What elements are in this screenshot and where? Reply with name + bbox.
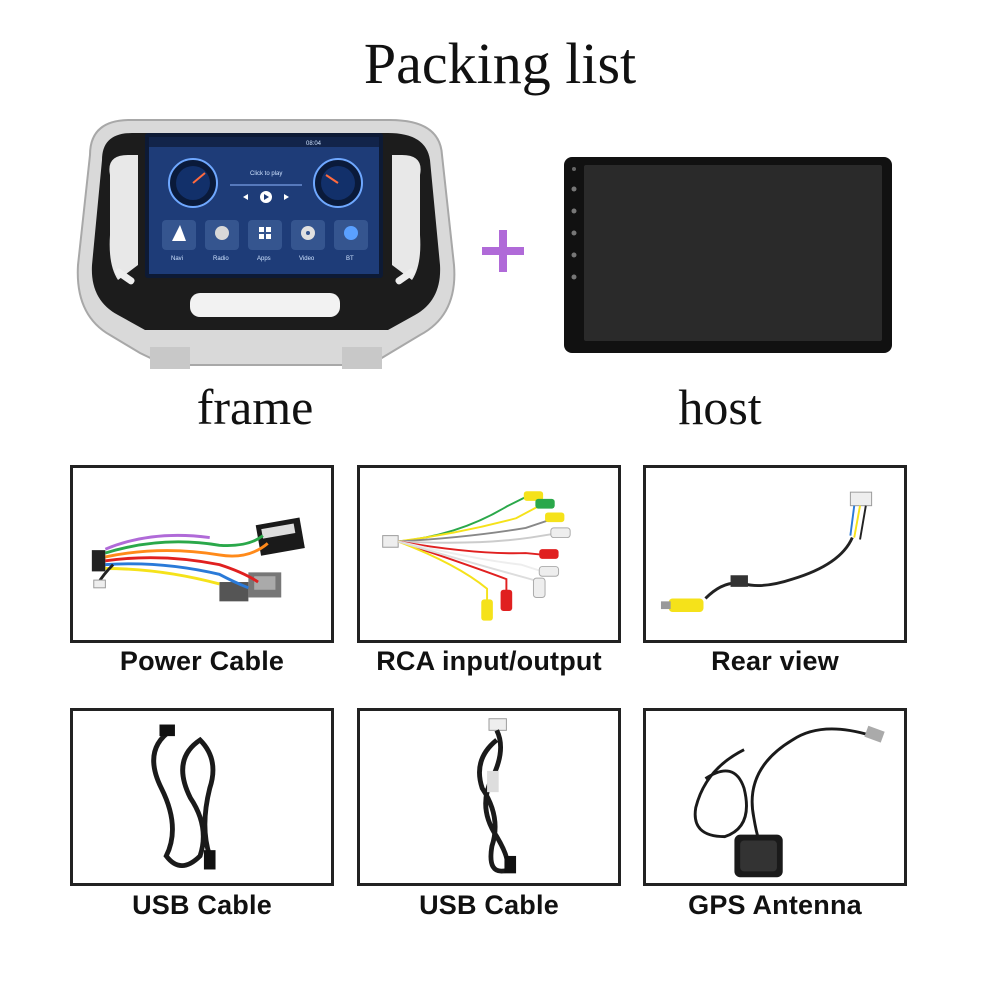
- frame-label: frame: [196, 379, 314, 435]
- item-label: GPS Antenna: [688, 890, 862, 920]
- host-label: host: [678, 379, 762, 435]
- app-label-navi: Navi: [171, 256, 183, 262]
- rca-cable-icon: [382, 491, 571, 621]
- page-title: Packing list: [363, 31, 637, 96]
- power-cable-icon: [91, 517, 305, 602]
- app-label-video: Video: [299, 256, 315, 262]
- item-label: RCA input/output: [376, 646, 602, 676]
- gps-antenna-box: [643, 708, 907, 886]
- rca-cable-box: [357, 465, 621, 643]
- app-label-bt: BT: [346, 256, 354, 262]
- power-cable-box: [70, 465, 334, 643]
- host-image: [562, 155, 894, 355]
- usb-cable-box-2: [357, 708, 621, 886]
- plus-icon: [480, 228, 526, 274]
- item-label: Rear view: [711, 646, 839, 676]
- screen-clock: 08:04: [306, 141, 322, 147]
- frame-image: 08:04 Click to play Navi Radio A: [70, 115, 460, 375]
- item-label: Power Cable: [119, 646, 285, 676]
- usb-cable-icon: [151, 724, 216, 870]
- app-label-radio: Radio: [213, 256, 229, 262]
- item-label: USB Cable: [132, 890, 272, 920]
- item-label: USB Cable: [419, 890, 559, 920]
- usb-cable-box-1: [70, 708, 334, 886]
- gps-antenna-icon: [693, 725, 885, 878]
- rear-view-cable-icon: [660, 491, 873, 612]
- rear-view-cable-box: [643, 465, 907, 643]
- screen-now-playing: Click to play: [250, 171, 282, 177]
- usb-cable-icon: [477, 718, 517, 874]
- app-label-apps: Apps: [257, 256, 271, 262]
